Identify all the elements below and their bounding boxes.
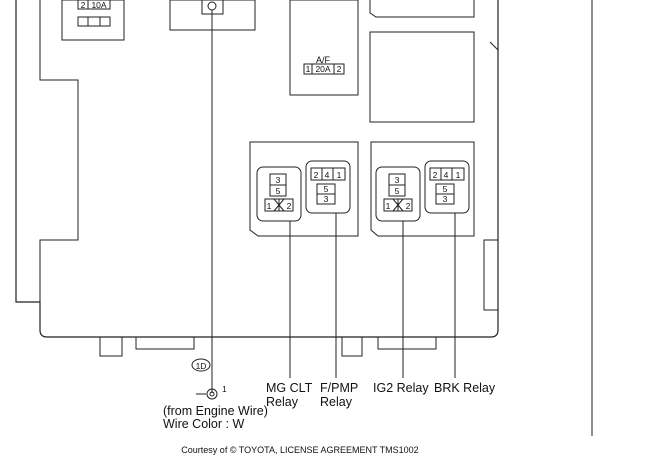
footer-credit: Courtesy of © TOYOTA, LICENSE AGREEMENT … bbox=[181, 445, 418, 455]
connector-code: 1D bbox=[196, 361, 207, 371]
fuse-holder-top-left bbox=[61, 0, 125, 41]
top-right-housing bbox=[369, 0, 475, 18]
mg-clt-pin: 3 bbox=[276, 175, 281, 185]
mg-clt-label: MG CLT bbox=[266, 381, 313, 395]
relay-block-inner-outline bbox=[39, 0, 79, 302]
fpmp-pin: 3 bbox=[324, 194, 329, 204]
af-fuse-pin-1: 1 bbox=[306, 64, 311, 74]
fpmp-label: F/PMP bbox=[320, 381, 358, 395]
bottom-tab bbox=[99, 336, 123, 357]
fpmp-pin: 5 bbox=[324, 184, 329, 194]
ig2-relay-socket: 3 5 1 2 bbox=[375, 166, 421, 222]
fuse-top-left-rating: 10A bbox=[91, 0, 106, 10]
fuse-top-left-base bbox=[77, 16, 111, 27]
top-component-bolt bbox=[207, 1, 217, 11]
bottom-tab bbox=[341, 336, 363, 357]
af-fuse-name: A/F bbox=[316, 55, 331, 65]
mg-clt-pin: 5 bbox=[276, 186, 281, 196]
brk-label: BRK Relay bbox=[434, 381, 496, 395]
relay-block-outline bbox=[15, 0, 499, 338]
fpmp-pin: 4 bbox=[325, 170, 330, 180]
relay-housing-right bbox=[370, 141, 475, 237]
ground-terminal-number: 1 bbox=[222, 384, 227, 394]
mg-clt-relay-socket: 3 5 1 2 bbox=[256, 166, 302, 222]
ig2-label: IG2 Relay bbox=[373, 381, 429, 395]
ground-terminal-icon bbox=[206, 388, 218, 400]
mg-clt-pin: 2 bbox=[287, 201, 292, 211]
bottom-tab bbox=[377, 336, 437, 350]
ig2-pin: 1 bbox=[386, 201, 391, 211]
brk-pin: 5 bbox=[443, 184, 448, 194]
af-fuse-holder bbox=[289, 0, 359, 96]
fpmp-pin: 2 bbox=[314, 170, 319, 180]
fpmp-label-sub: Relay bbox=[320, 395, 353, 409]
af-fuse-pin-2: 2 bbox=[337, 64, 342, 74]
relay-block-right-step bbox=[483, 239, 498, 311]
ig2-pin: 3 bbox=[395, 175, 400, 185]
right-housing bbox=[369, 31, 475, 123]
brk-pin: 3 bbox=[443, 194, 448, 204]
brk-pin: 1 bbox=[456, 170, 461, 180]
connector-code-badge bbox=[191, 358, 211, 372]
af-fuse-rating: 20A bbox=[315, 64, 330, 74]
brk-pin: 4 bbox=[444, 170, 449, 180]
brk-relay-socket: 2 4 1 5 3 bbox=[424, 160, 470, 214]
ig2-pin: 5 bbox=[395, 186, 400, 196]
ground-wire-color: Wire Color : W bbox=[163, 417, 244, 431]
brk-pin: 2 bbox=[433, 170, 438, 180]
af-fuse bbox=[303, 63, 345, 75]
fuse-top-left-pin: 2 bbox=[81, 0, 86, 10]
ig2-pin: 2 bbox=[406, 201, 411, 211]
fpmp-relay-socket: 2 4 1 5 3 bbox=[305, 160, 351, 214]
ground-note: (from Engine Wire) bbox=[163, 404, 268, 418]
fpmp-pin: 1 bbox=[337, 170, 342, 180]
fuse-top-left bbox=[77, 0, 111, 10]
bottom-tab bbox=[135, 336, 195, 350]
mg-clt-pin: 1 bbox=[267, 201, 272, 211]
relay-housing-left bbox=[249, 141, 359, 237]
mg-clt-label-sub: Relay bbox=[266, 395, 299, 409]
